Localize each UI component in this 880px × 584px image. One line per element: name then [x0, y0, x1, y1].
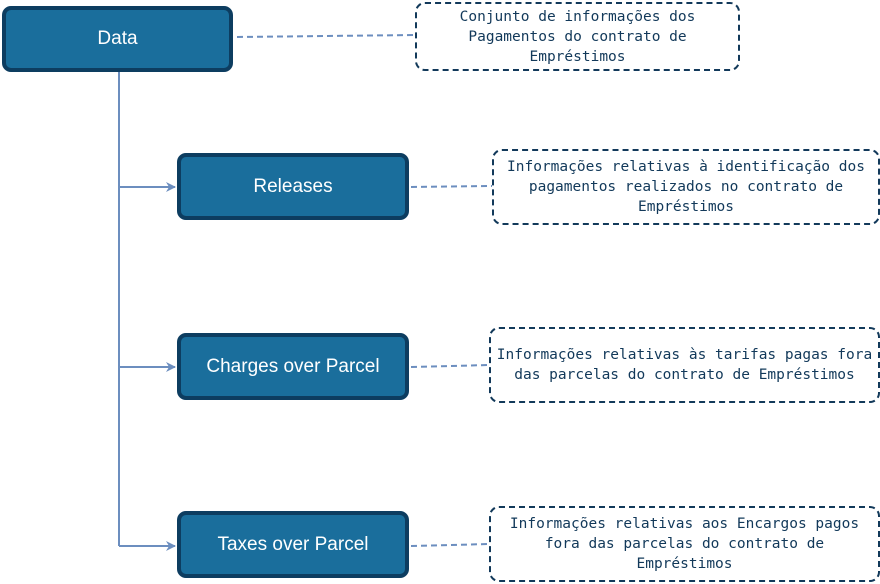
note-charges-text: Informações relativas às tarifas pagas f…: [496, 347, 873, 383]
link-charges-note: [410, 364, 490, 368]
node-releases[interactable]: Releases: [177, 153, 409, 220]
node-taxes-over-parcel[interactable]: Taxes over Parcel: [177, 511, 409, 578]
note-charges: Informações relativas às tarifas pagas f…: [489, 327, 880, 403]
node-releases-label: Releases: [253, 175, 333, 197]
note-releases: Informações relativas à identificação do…: [492, 149, 880, 225]
node-charges-over-parcel[interactable]: Charges over Parcel: [177, 333, 409, 400]
note-taxes-text: Informações relativas aos Encargos pagos…: [509, 516, 860, 572]
node-charges-label: Charges over Parcel: [206, 355, 380, 377]
note-releases-text: Informações relativas à identificação do…: [507, 159, 865, 215]
note-data: Conjunto de informações dos Pagamentos d…: [415, 2, 740, 71]
node-taxes-label: Taxes over Parcel: [217, 533, 369, 555]
note-data-text: Conjunto de informações dos Pagamentos d…: [459, 8, 696, 65]
link-taxes-note: [410, 543, 490, 547]
note-taxes: Informações relativas aos Encargos pagos…: [489, 506, 880, 582]
link-data-note: [236, 34, 416, 38]
link-releases-note: [410, 185, 493, 188]
node-data[interactable]: Data: [2, 6, 233, 72]
node-data-label: Data: [97, 28, 138, 49]
